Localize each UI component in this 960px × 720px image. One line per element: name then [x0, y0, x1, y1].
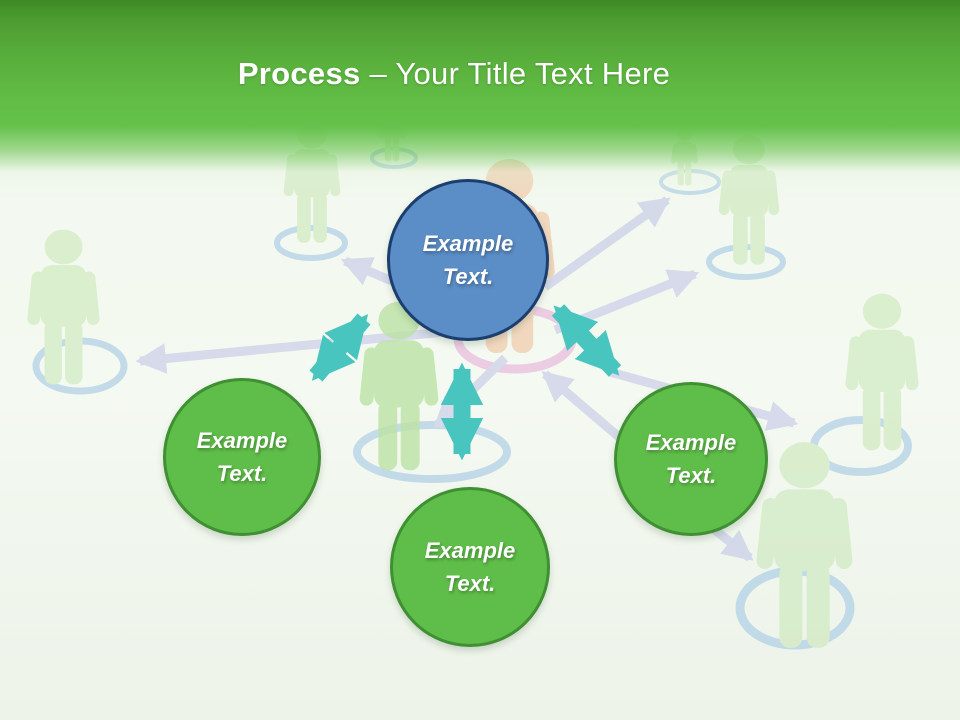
person-figure-top-right-far — [671, 128, 698, 186]
node-label-line2: Text. — [442, 264, 494, 289]
position-ring — [353, 421, 511, 483]
node-label-line2: Text. — [665, 463, 717, 488]
connector-arrow-down-left — [433, 354, 509, 429]
person-figure-top-center — [283, 121, 341, 243]
connector-arrow-top-right-far — [542, 196, 671, 291]
node-label-line1: Example — [196, 428, 288, 453]
person-figure-top-small — [378, 102, 406, 162]
title-keyword: Process — [237, 56, 361, 91]
node-label-line1: Example — [645, 430, 737, 455]
node-label-line1: Example — [424, 538, 516, 563]
page-title: Process – Your Title Text Here — [0, 56, 908, 92]
node-label-line2: Text. — [216, 461, 268, 486]
node-label-line1: Example — [422, 231, 514, 256]
node-circle-bottom: Example Text. — [390, 487, 550, 647]
double-arrow-left-diagonal — [309, 313, 371, 382]
position-ring — [274, 225, 348, 261]
title-rest: – Your Title Text Here — [360, 56, 671, 91]
double-arrow-right-diagonal — [551, 304, 622, 377]
person-figure-right — [844, 293, 920, 451]
node-circle-right: Example Text. — [614, 382, 768, 536]
double-arrows — [309, 304, 622, 461]
node-circle-top: Example Text. — [387, 179, 549, 341]
node-circle-left: Example Text. — [163, 378, 321, 536]
node-label-line2: Text. — [444, 571, 496, 596]
